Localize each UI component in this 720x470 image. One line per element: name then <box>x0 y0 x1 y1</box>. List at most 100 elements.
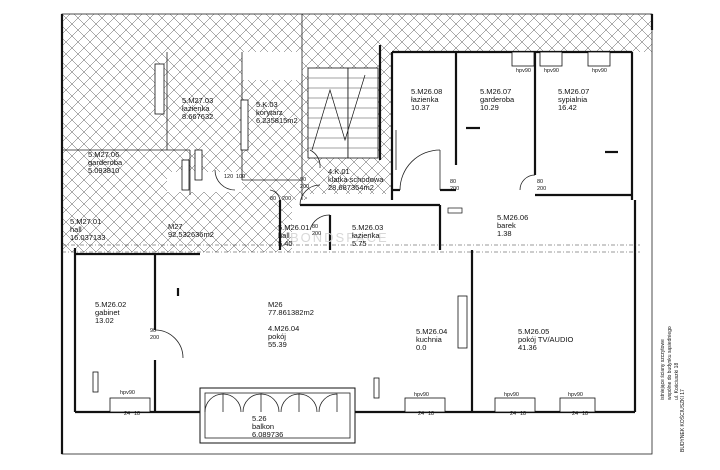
svg-text:M27: M27 <box>168 222 183 231</box>
svg-text:18: 18 <box>520 411 526 417</box>
svg-text:90: 90 <box>150 328 156 334</box>
window-markers <box>109 51 611 413</box>
svg-text:200: 200 <box>450 186 459 192</box>
svg-text:1.38: 1.38 <box>497 229 512 238</box>
svg-text:hpv90: hpv90 <box>120 390 135 396</box>
side-legend: istniejące ściany szczytowe wspólne do b… <box>660 326 680 400</box>
svg-text:hpv90: hpv90 <box>592 68 607 74</box>
room-label-lazienka-27: 5.M27.03 łazienka 8.667632 <box>182 96 213 121</box>
svg-text:10.37: 10.37 <box>411 103 430 112</box>
svg-text:13.02: 13.02 <box>95 316 114 325</box>
svg-text:16.42: 16.42 <box>558 103 577 112</box>
svg-text:5.M27.01: 5.M27.01 <box>70 217 101 226</box>
svg-text:18: 18 <box>582 411 588 417</box>
room-label-balkon: 5.26 balkon 6.089736 <box>252 414 283 439</box>
svg-text:5.M26.07: 5.M26.07 <box>480 87 511 96</box>
svg-text:hpv90: hpv90 <box>516 68 531 74</box>
svg-text:hpv90: hpv90 <box>504 392 519 398</box>
room-label-gabinet: 5.M26.02 gabinet 13.02 <box>95 300 126 325</box>
svg-text:200: 200 <box>300 184 309 190</box>
svg-text:4.M26.04: 4.M26.04 <box>268 324 299 333</box>
svg-text:8.667632: 8.667632 <box>182 112 213 121</box>
svg-text:0.0: 0.0 <box>416 343 426 352</box>
side-line-1: istniejące ściany szczytowe <box>660 339 666 400</box>
svg-text:4.K.01: 4.K.01 <box>328 167 350 176</box>
svg-text:200: 200 <box>312 231 321 237</box>
hatched-area <box>62 14 652 252</box>
room-label-pokoj-tv: 5.M26.05 pokój TV/AUDIO 41.36 <box>518 327 573 352</box>
svg-text:pokój TV/AUDIO: pokój TV/AUDIO <box>518 335 573 344</box>
svg-text:gabinet: gabinet <box>95 308 121 317</box>
svg-text:5.093810: 5.093810 <box>88 166 119 175</box>
room-label-sypialnia: 5.M26.07 sypialnia 16.42 <box>558 87 589 112</box>
svg-text:kuchnia: kuchnia <box>416 335 443 344</box>
svg-text:24: 24 <box>572 411 578 417</box>
svg-text:balkon: balkon <box>252 422 274 431</box>
svg-text:80: 80 <box>312 224 318 230</box>
room-label-klatka: 4.K.01 klatka schodowa 28.687354m2 <box>328 167 384 192</box>
svg-text:41.36: 41.36 <box>518 343 537 352</box>
svg-text:6.089736: 6.089736 <box>252 430 283 439</box>
svg-text:klatka schodowa: klatka schodowa <box>328 175 384 184</box>
svg-text:5.40: 5.40 <box>278 239 293 248</box>
svg-text:hall: hall <box>70 225 82 234</box>
svg-text:24: 24 <box>418 411 424 417</box>
staircase <box>307 67 379 159</box>
svg-text:100: 100 <box>236 174 245 180</box>
svg-text:77.861382m2: 77.861382m2 <box>268 308 314 317</box>
svg-text:barek: barek <box>497 221 516 230</box>
room-label-m26: M26 77.861382m2 <box>268 300 314 317</box>
svg-text:łazienka: łazienka <box>352 231 380 240</box>
svg-text:10.29: 10.29 <box>480 103 499 112</box>
svg-text:80: 80 <box>270 196 276 202</box>
svg-text:M26: M26 <box>268 300 283 309</box>
svg-text:80: 80 <box>450 179 456 185</box>
svg-text:hpv90: hpv90 <box>414 392 429 398</box>
side-line-3: ul. Kościuszki 18 <box>674 363 680 400</box>
walls <box>60 13 654 455</box>
svg-text:hpv90: hpv90 <box>568 392 583 398</box>
svg-text:5.M26.03: 5.M26.03 <box>352 223 383 232</box>
svg-text:24: 24 <box>510 411 516 417</box>
room-label-garderoba-27: 5.M27.06 garderoba 5.093810 <box>88 150 123 175</box>
svg-text:28.687354m2: 28.687354m2 <box>328 183 374 192</box>
room-label-hall-26: 5.M26.01 hall 5.40 <box>278 223 309 248</box>
svg-text:korytarz: korytarz <box>256 108 283 117</box>
svg-text:5.M26.05: 5.M26.05 <box>518 327 549 336</box>
watermark: BONDSPACE <box>290 230 389 245</box>
svg-text:18: 18 <box>134 411 140 417</box>
fixtures <box>92 63 618 399</box>
doors <box>154 149 536 359</box>
svg-text:200: 200 <box>150 335 159 341</box>
svg-text:6.235815m2: 6.235815m2 <box>256 116 298 125</box>
svg-text:5.M27.03: 5.M27.03 <box>182 96 213 105</box>
svg-text:92.532636m2: 92.532636m2 <box>168 230 214 239</box>
svg-text:sypialnia: sypialnia <box>558 95 588 104</box>
room-label-pokoj: 4.M26.04 pokój 55.39 <box>268 324 299 349</box>
svg-text:5.M27.06: 5.M27.06 <box>88 150 119 159</box>
svg-text:90: 90 <box>300 177 306 183</box>
svg-text:hall: hall <box>278 231 290 240</box>
side-line-2: wspólne do budynku sąsiedniego <box>667 326 673 400</box>
svg-text:16.037133: 16.037133 <box>70 233 105 242</box>
svg-text:łazienka: łazienka <box>411 95 439 104</box>
svg-text:5.M26.07: 5.M26.07 <box>558 87 589 96</box>
svg-text:120: 120 <box>224 174 233 180</box>
svg-text:200: 200 <box>537 186 546 192</box>
room-label-garderoba-26: 5.M26.07 garderoba 10.29 <box>480 87 515 112</box>
room-label-lazienka-26-08: 5.M26.08 łazienka 10.37 <box>411 87 442 112</box>
svg-text:5.75: 5.75 <box>352 239 367 248</box>
dimension-marks: hpv90 hpv90 hpv90 hpv90 hpv90 hpv90 hpv9… <box>120 68 607 417</box>
svg-text:garderoba: garderoba <box>88 158 123 167</box>
svg-text:pokój: pokój <box>268 332 286 341</box>
room-label-m27: M27 92.532636m2 <box>168 222 214 239</box>
svg-text:hpv90: hpv90 <box>544 68 559 74</box>
svg-text:5.M26.02: 5.M26.02 <box>95 300 126 309</box>
svg-text:80: 80 <box>537 179 543 185</box>
svg-text:5.M26.06: 5.M26.06 <box>497 213 528 222</box>
side-line-4: BUDYNEK KOŚCIUSZKI 17 <box>678 389 686 452</box>
svg-text:5.26: 5.26 <box>252 414 267 423</box>
svg-text:garderoba: garderoba <box>480 95 515 104</box>
svg-text:55.39: 55.39 <box>268 340 287 349</box>
